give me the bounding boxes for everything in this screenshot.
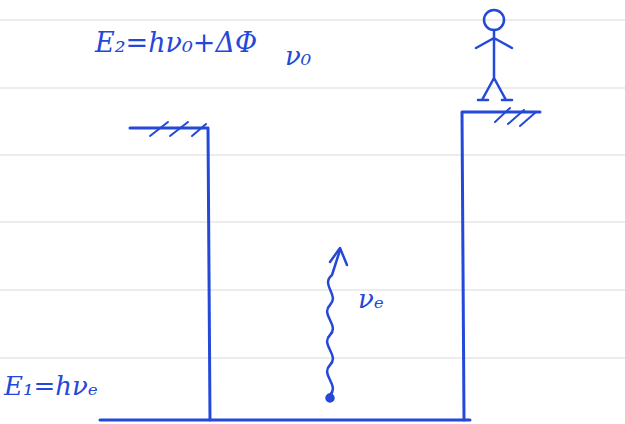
stick-figure	[476, 30, 512, 100]
energy-label: E₂=hν₀+ΔΦ	[95, 28, 257, 58]
left-hatch	[150, 122, 206, 136]
photon-wave	[327, 250, 340, 395]
photon-arrowhead	[330, 248, 347, 265]
well-floor	[100, 419, 470, 422]
energy-label: E₁=hνₑ	[4, 372, 98, 401]
right-wall	[462, 112, 540, 420]
frequency-label: νₑ	[358, 285, 384, 314]
person-head	[484, 10, 504, 30]
electron-dot	[326, 394, 334, 402]
frequency-label: ν₀	[285, 42, 311, 71]
left-wall	[130, 128, 210, 420]
right-hatch	[495, 108, 536, 126]
notebook-lines	[0, 20, 625, 358]
